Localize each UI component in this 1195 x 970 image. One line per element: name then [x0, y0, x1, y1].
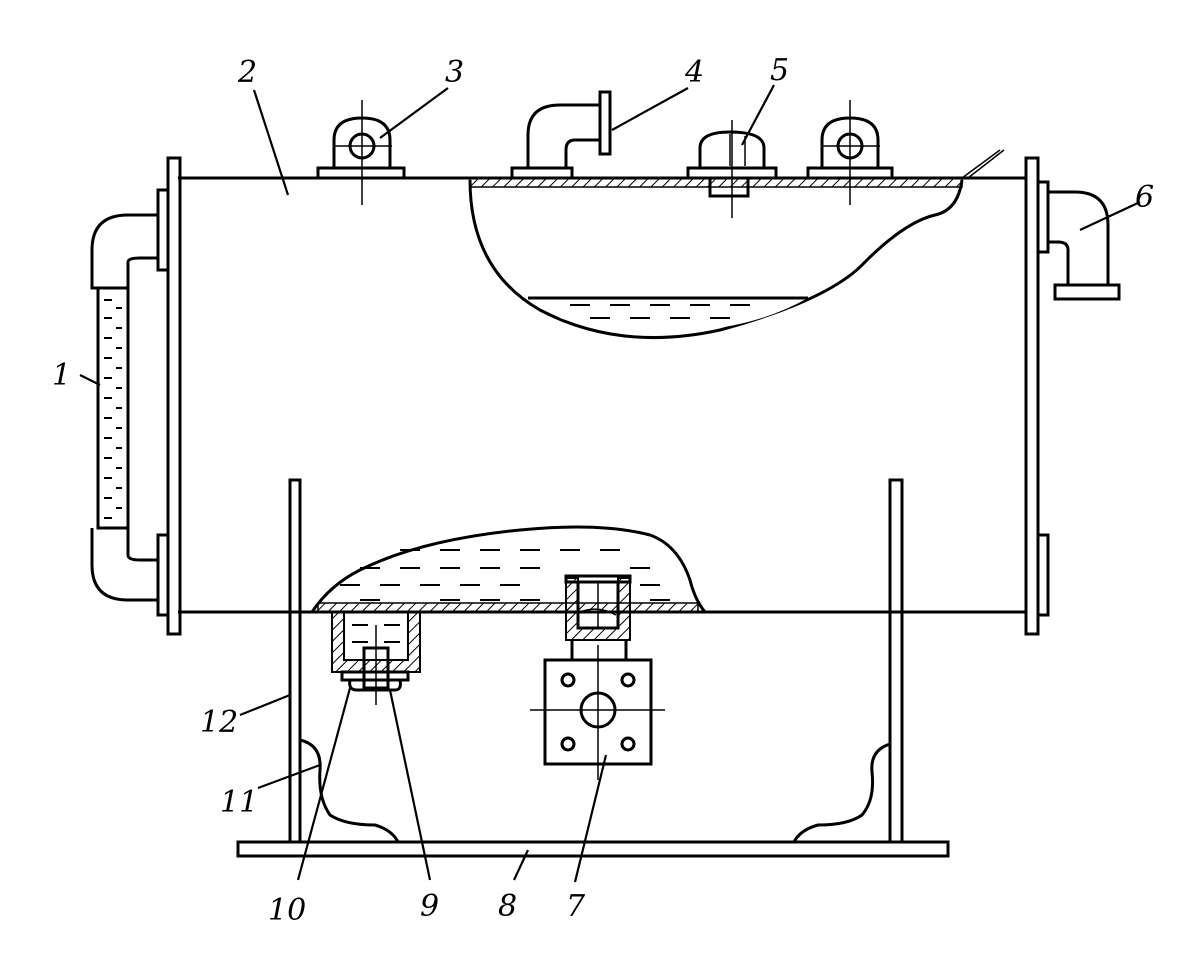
- callout-10: 10: [268, 893, 306, 928]
- callout-9: 9: [420, 889, 439, 924]
- left-end-flange: [156, 156, 182, 636]
- base-plate: [236, 840, 950, 858]
- callout-6: 6: [1135, 180, 1154, 215]
- tank-body: [178, 176, 1026, 614]
- callout-5: 5: [770, 53, 789, 88]
- callout-8: 8: [498, 889, 517, 924]
- suction-pipe: [530, 574, 665, 780]
- breather-cap: [686, 120, 778, 218]
- liquid-top: [528, 296, 808, 334]
- inlet-pipe: [510, 90, 612, 180]
- drain-sump: [331, 611, 421, 705]
- top-wall-section: [469, 177, 963, 188]
- level-gauge: [90, 213, 160, 602]
- callout-7: 7: [566, 889, 586, 924]
- bottom-cutaway: [310, 525, 707, 613]
- callout-2: 2: [237, 55, 257, 90]
- callout-3: 3: [445, 55, 464, 90]
- callout-4: 4: [684, 55, 704, 90]
- callouts: 1 2 3 4 5 6 7 8 9 10 11 12: [52, 53, 1154, 928]
- lifting-lug-right: [806, 100, 894, 205]
- gusset-ribs: [299, 738, 891, 843]
- callout-11: 11: [220, 785, 258, 820]
- outlet-pipe: [1048, 190, 1121, 301]
- lifting-lug-left: [316, 100, 406, 205]
- leader-lines: [79, 84, 1141, 883]
- callout-1: 1: [52, 358, 71, 393]
- callout-12: 12: [200, 705, 238, 740]
- right-end-flange: [1024, 156, 1050, 636]
